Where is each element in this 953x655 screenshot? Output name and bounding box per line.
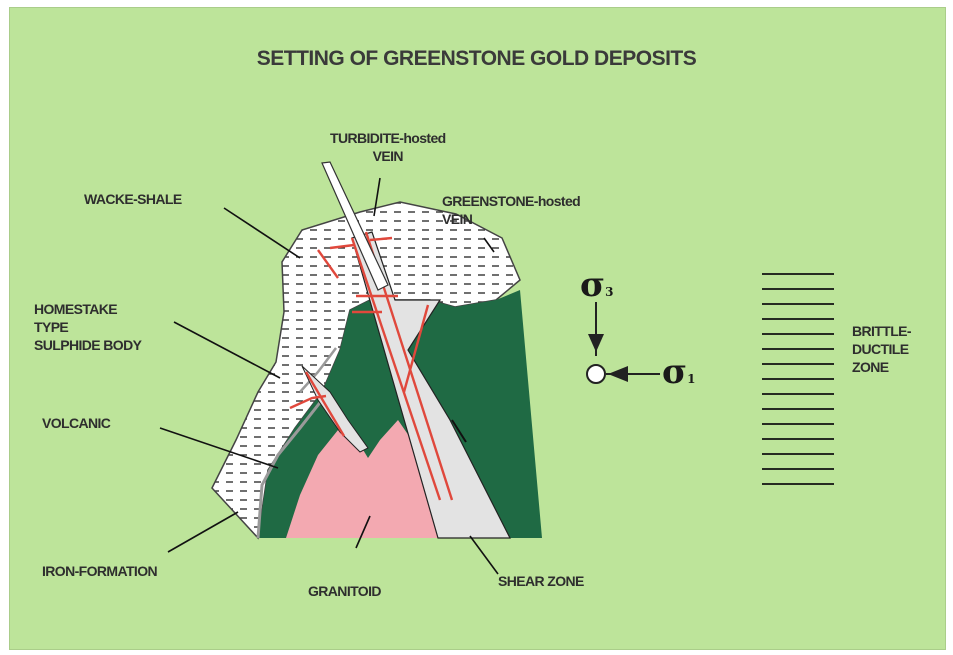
sigma3-symbol: σ3 [580, 268, 613, 309]
wacke-shale-label: WACKE-SHALE [84, 190, 182, 208]
granitoid-label: GRANITOID [308, 582, 381, 600]
brittle-ductile-zone-label: BRITTLE- DUCTILE ZONE [852, 322, 911, 376]
iron-formation-label: IRON-FORMATION [42, 562, 157, 580]
stress-symbols [587, 302, 660, 383]
shear-zone-label: SHEAR ZONE [498, 572, 584, 590]
volcanic-label: VOLCANIC [42, 414, 110, 432]
sigma1-symbol: σ1 [662, 355, 695, 396]
homestake-label: HOMESTAKE TYPE SULPHIDE BODY [34, 300, 141, 354]
greenstone-vein-label: GREENSTONE-hosted VEIN [442, 192, 580, 228]
turbidite-vein-label: TURBIDITE-hosted VEIN [330, 129, 446, 165]
brittle-ductile-zone-lines [762, 274, 834, 484]
